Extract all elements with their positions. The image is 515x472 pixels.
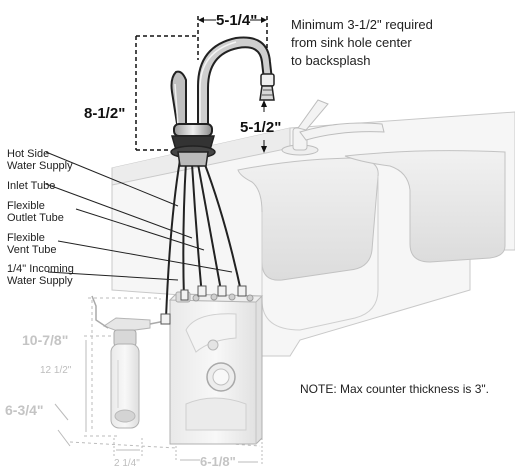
dimension-arrowheads [198, 17, 267, 153]
filter-height-dimension: 12 1/2" [40, 365, 72, 376]
sink-basin-right [344, 150, 506, 263]
backsplash-note-line: from sink hole center [291, 35, 412, 50]
callout-label: Inlet Tube [7, 180, 55, 192]
callout-label: Water Supply [7, 275, 73, 287]
callout-label: Vent Tube [7, 244, 57, 256]
faucet [197, 36, 275, 132]
black-dimension-lines [135, 16, 268, 151]
callout-label: Flexible [7, 200, 45, 212]
spout-clearance-dimension: 5-1/2" [240, 119, 281, 136]
callout-label: Hot Side [7, 148, 49, 160]
tank-width-dimension: 6-1/8" [200, 454, 236, 469]
tubes [165, 159, 243, 319]
hot-water-tank [168, 291, 264, 445]
callout-label: Water Supply [7, 160, 73, 172]
callout-label: Flexible [7, 232, 45, 244]
sink-basin-left [237, 157, 379, 331]
counter-thickness-note: NOTE: Max counter thickness is 3". [300, 382, 489, 396]
backsplash-note: Minimum 3-1/2" required from sink hole c… [291, 17, 433, 68]
filter-width-dimension: 2 1/4" [114, 458, 140, 469]
callout-flexible-outlet-tube: Flexible Outlet Tube [7, 200, 64, 224]
tank-height-dimension: 10-7/8" [22, 332, 68, 348]
callout-label: Outlet Tube [7, 212, 64, 224]
faucet-base [170, 123, 216, 167]
callout-label: 1/4" Incoming [7, 263, 74, 275]
backsplash-note-line: Minimum 3-1/2" required [291, 17, 433, 32]
callout-inlet-tube: Inlet Tube [7, 180, 55, 192]
sink-faucet [281, 99, 385, 156]
water-filter [102, 317, 151, 429]
callout-leaders [45, 151, 233, 281]
callout-flexible-vent-tube: Flexible Vent Tube [7, 232, 57, 256]
faucet-handle [170, 70, 187, 131]
tube-ends [160, 285, 247, 325]
base-depth-dimension: 6-3/4" [5, 402, 44, 418]
faucet-height-dimension: 8-1/2" [84, 105, 125, 122]
spout-reach-dimension: 5-1/4" [216, 12, 257, 29]
callout-hot-side-water-supply: Hot Side Water Supply [7, 148, 73, 172]
backsplash-note-line: to backsplash [291, 53, 371, 68]
callout-incoming-water-supply: 1/4" Incoming Water Supply [7, 263, 74, 287]
